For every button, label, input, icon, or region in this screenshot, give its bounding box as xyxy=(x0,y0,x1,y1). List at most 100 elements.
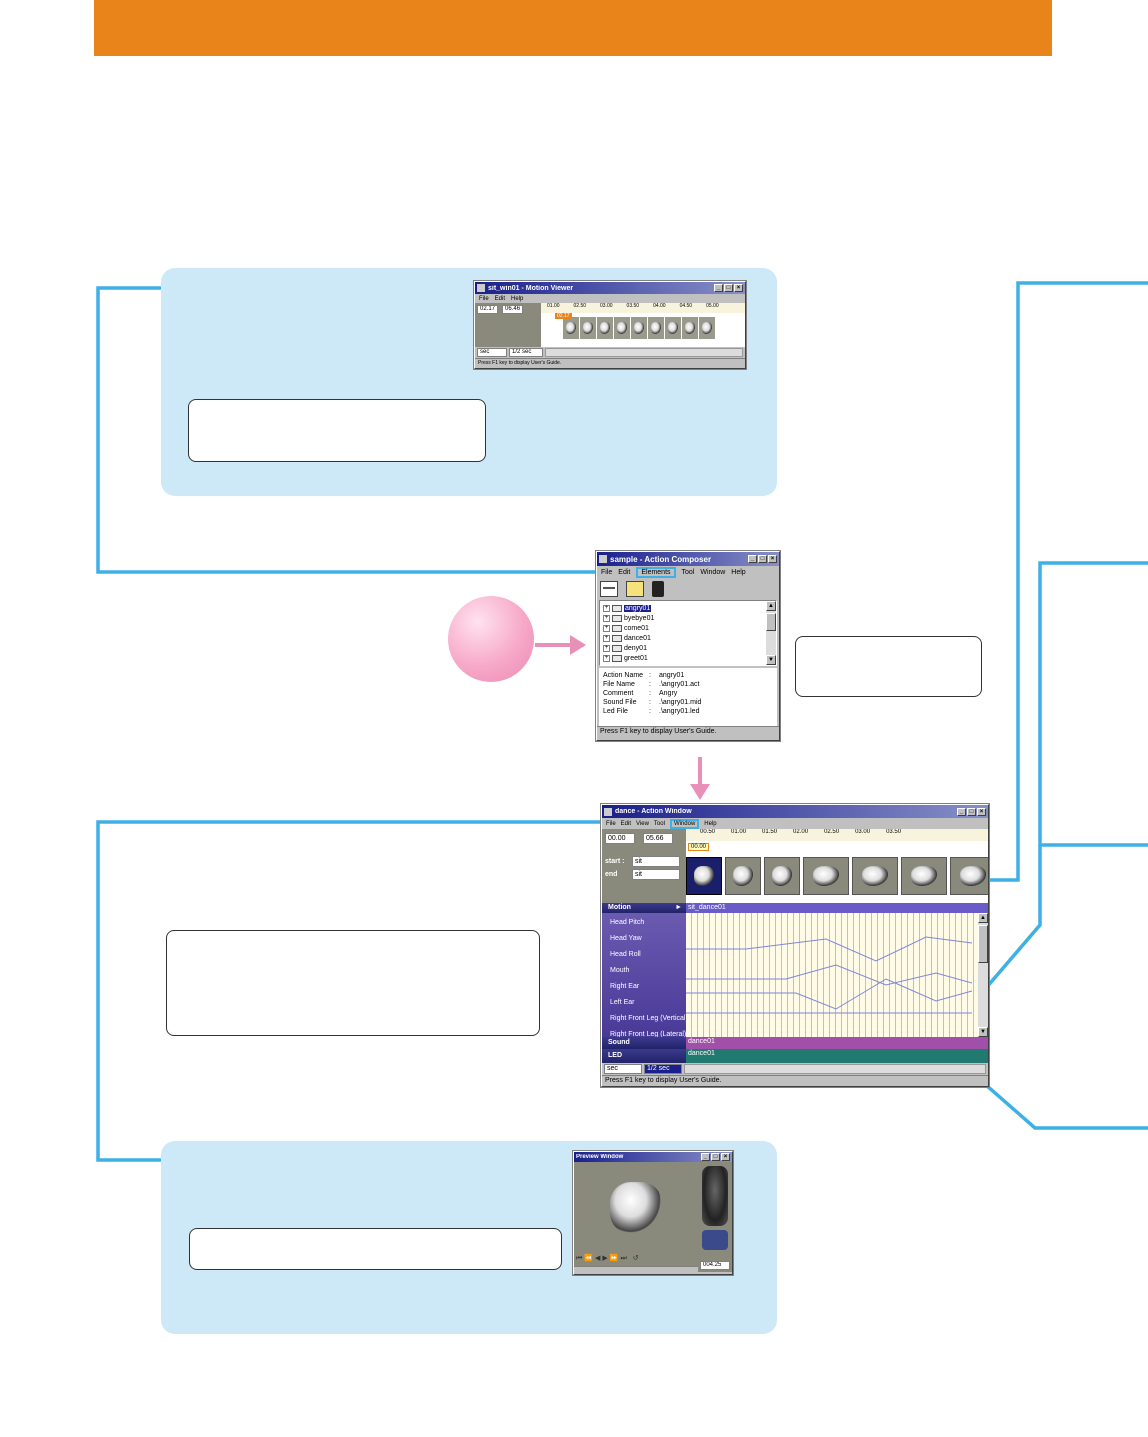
unit-select[interactable]: sec xyxy=(477,348,507,357)
close-button[interactable]: × xyxy=(768,555,777,563)
menu-edit[interactable]: Edit xyxy=(618,568,631,576)
frame-thumb xyxy=(699,317,715,339)
dog-frame-icon xyxy=(910,866,938,886)
menu-file[interactable]: File xyxy=(601,568,613,576)
horizontal-scrollbar[interactable] xyxy=(684,1064,986,1074)
scroll-up-arrow[interactable]: ▲ xyxy=(978,913,988,923)
menu-tool[interactable]: Tool xyxy=(681,568,695,576)
joint-label[interactable]: Mouth xyxy=(610,967,630,974)
tree-item[interactable]: +greet01 xyxy=(603,654,648,662)
thumbnail[interactable] xyxy=(852,857,898,895)
playback-slider[interactable] xyxy=(574,1266,698,1272)
action-window-bottom-controls: sec 1/2 sec xyxy=(602,1063,988,1075)
joint-label[interactable]: Head Pitch xyxy=(610,919,645,926)
joint-label[interactable]: Head Yaw xyxy=(610,935,642,942)
tree-item[interactable]: +angry01 xyxy=(603,604,652,612)
joint-tracks: Head Pitch Head Yaw Head Roll Mouth Righ… xyxy=(602,913,988,1038)
timeline-ruler: 01.00 02.50 03.00 03.50 04.00 04.50 05.0… xyxy=(541,303,745,313)
ruler-tick: 01.00 xyxy=(731,829,747,835)
scroll-thumb[interactable] xyxy=(978,925,988,963)
maximize-button[interactable]: □ xyxy=(967,807,976,816)
menu-tool[interactable]: Tool xyxy=(653,820,665,827)
menu-view[interactable]: View xyxy=(636,820,649,827)
motion-thumbnails xyxy=(686,857,988,895)
motion-segment[interactable]: sit_dance01 xyxy=(686,903,988,913)
menu-window[interactable]: Window xyxy=(669,818,700,829)
preview-viewport-col: ⏮⏪◀▶⏩⏭ ↺ xyxy=(574,1162,698,1272)
scroll-thumb[interactable] xyxy=(766,613,776,631)
close-button[interactable]: × xyxy=(977,807,986,816)
menu-file[interactable]: File xyxy=(606,820,616,827)
joint-label[interactable]: Right Front Leg (Lateral) xyxy=(610,1031,687,1038)
folder-icon[interactable] xyxy=(626,581,644,597)
tree-item[interactable]: +deny01 xyxy=(603,644,647,652)
header-bar xyxy=(94,0,1052,56)
maximize-button[interactable]: □ xyxy=(758,555,767,563)
start-time-field[interactable]: 02.17 xyxy=(477,305,499,314)
joint-graph[interactable] xyxy=(686,913,978,1037)
scroll-down-arrow[interactable]: ▼ xyxy=(766,655,776,665)
new-action-icon[interactable] xyxy=(600,581,618,597)
thumbnail[interactable] xyxy=(803,857,849,895)
dog-frame-icon xyxy=(600,321,610,335)
action-timeline-top[interactable]: 00.50 01.00 01.50 02.00 02.50 03.00 03.5… xyxy=(686,829,988,903)
maximize-button[interactable]: □ xyxy=(724,284,733,292)
preview-viewport[interactable] xyxy=(574,1162,698,1254)
joint-label[interactable]: Right Front Leg (Vertical) xyxy=(610,1015,688,1022)
dog-frame-icon xyxy=(651,321,661,335)
motion-track-header[interactable]: Motion► xyxy=(602,903,686,913)
thumbnail[interactable] xyxy=(901,857,947,895)
thumbnail[interactable] xyxy=(950,857,988,895)
minimize-button[interactable]: _ xyxy=(714,284,723,292)
menu-elements[interactable]: Elements xyxy=(636,566,676,578)
close-button[interactable]: × xyxy=(721,1153,730,1161)
tree-item[interactable]: +come01 xyxy=(603,624,649,632)
minimize-button[interactable]: _ xyxy=(957,807,966,816)
joint-label[interactable]: Left Ear xyxy=(610,999,635,1006)
menu-edit[interactable]: Edit xyxy=(494,295,506,302)
menu-file[interactable]: File xyxy=(479,295,489,302)
trash-icon[interactable] xyxy=(652,581,664,597)
tree-item[interactable]: +byebye01 xyxy=(603,614,655,622)
current-time-marker[interactable]: 00.00 xyxy=(688,843,710,851)
thumbnail-selected[interactable] xyxy=(686,857,722,895)
callout-action-window xyxy=(166,930,540,1036)
scroll-up-arrow[interactable]: ▲ xyxy=(766,601,776,611)
thumbnail[interactable] xyxy=(725,857,761,895)
led-track-header[interactable]: LED xyxy=(602,1049,686,1063)
menu-help[interactable]: Help xyxy=(704,820,717,827)
time-marker[interactable]: 02.17 xyxy=(555,313,572,319)
motion-viewer-menubar: File Edit Help xyxy=(475,294,745,303)
ruler-tick: 02.50 xyxy=(824,829,840,835)
menu-help[interactable]: Help xyxy=(731,568,746,576)
tree-item[interactable]: +dance01 xyxy=(603,634,651,642)
minimize-button[interactable]: _ xyxy=(748,555,757,563)
joint-label[interactable]: Head Roll xyxy=(610,951,641,958)
scale-select[interactable]: 1/2 sec xyxy=(509,348,543,357)
close-button[interactable]: × xyxy=(734,284,743,292)
start-select[interactable]: sit xyxy=(632,856,680,867)
scroll-down-arrow[interactable]: ▼ xyxy=(978,1027,988,1037)
tree-scrollbar[interactable]: ▲ ▼ xyxy=(766,601,776,665)
motion-timeline[interactable]: 01.00 02.50 03.00 03.50 04.00 04.50 05.0… xyxy=(541,303,745,347)
end-time-field[interactable]: 05.66 xyxy=(643,833,673,844)
led-segment[interactable]: dance01 xyxy=(686,1049,988,1063)
playback-controls[interactable]: ⏮⏪◀▶⏩⏭ ↺ xyxy=(574,1254,698,1266)
joint-label[interactable]: Right Ear xyxy=(610,983,640,990)
thumbnail[interactable] xyxy=(764,857,800,895)
end-time-field[interactable]: 06.46 xyxy=(502,305,524,314)
menu-edit[interactable]: Edit xyxy=(620,820,632,827)
dog-frame-icon xyxy=(617,321,627,335)
horizontal-scrollbar[interactable] xyxy=(545,348,743,357)
menu-help[interactable]: Help xyxy=(511,295,524,302)
sound-segment[interactable]: dance01 xyxy=(686,1037,988,1049)
joint-scrollbar[interactable]: ▲ ▼ xyxy=(978,913,988,1037)
menu-window[interactable]: Window xyxy=(700,568,726,576)
minimize-button[interactable]: _ xyxy=(701,1153,710,1161)
sound-track-header[interactable]: Sound xyxy=(602,1037,686,1049)
unit-select[interactable]: sec xyxy=(604,1064,642,1074)
end-select[interactable]: sit xyxy=(632,869,680,880)
start-time-field[interactable]: 00.00 xyxy=(605,833,635,844)
scale-select[interactable]: 1/2 sec xyxy=(644,1064,682,1074)
maximize-button[interactable]: □ xyxy=(711,1153,720,1161)
